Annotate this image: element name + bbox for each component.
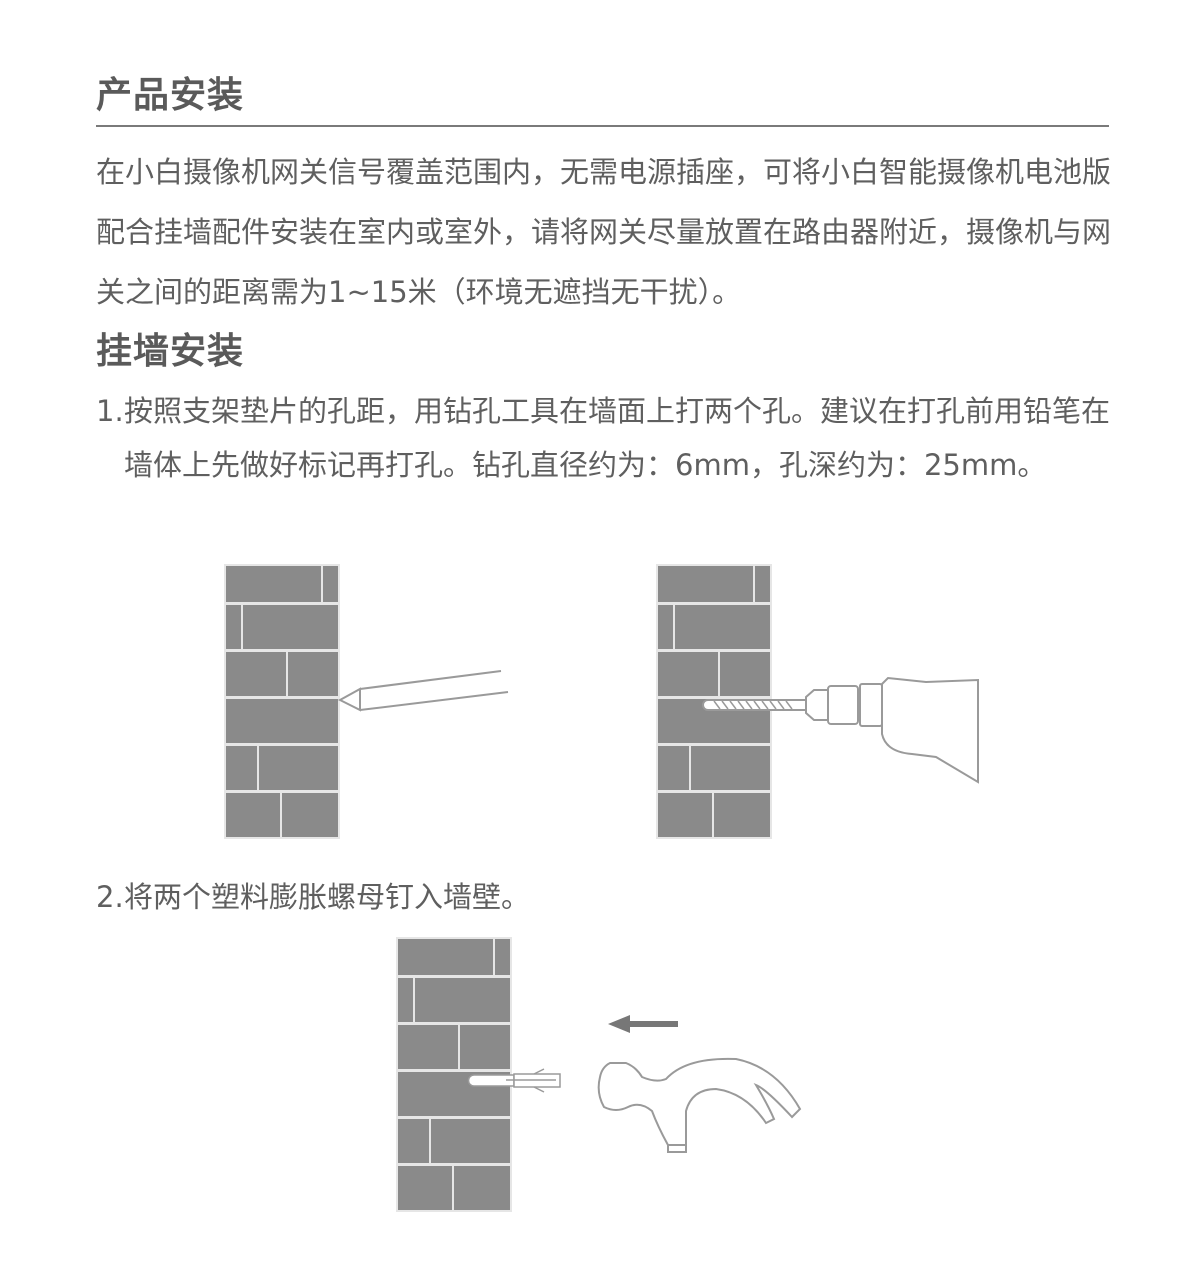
brick-wall-drill-figure bbox=[656, 564, 986, 844]
section-title: 产品安装 bbox=[96, 75, 245, 116]
step-number: 1. bbox=[96, 394, 124, 428]
intro-paragraph: 在小白摄像机网关信号覆盖范围内，无需电源插座，可将小白智能摄像机电池版配合挂墙配… bbox=[96, 155, 1112, 309]
subsection-title: 挂墙安装 bbox=[96, 331, 245, 372]
step-number: 2. bbox=[96, 880, 124, 914]
step-text: 将两个塑料膨胀螺母钉入墙壁。 bbox=[124, 880, 531, 914]
step-2: 2. 将两个塑料膨胀螺母钉入墙壁。 bbox=[96, 870, 1126, 924]
step-text: 按照支架垫片的孔距，用钻孔工具在墙面上打两个孔。建议在打孔前用铅笔在墙体上先做好… bbox=[124, 394, 1111, 482]
step-1: 1. 按照支架垫片的孔距，用钻孔工具在墙面上打两个孔。建议在打孔前用铅笔在墙体上… bbox=[96, 384, 1126, 492]
brick-wall-pencil-figure bbox=[224, 564, 524, 844]
title-divider bbox=[96, 125, 1109, 127]
brick-wall-hammer-figure bbox=[396, 937, 806, 1217]
